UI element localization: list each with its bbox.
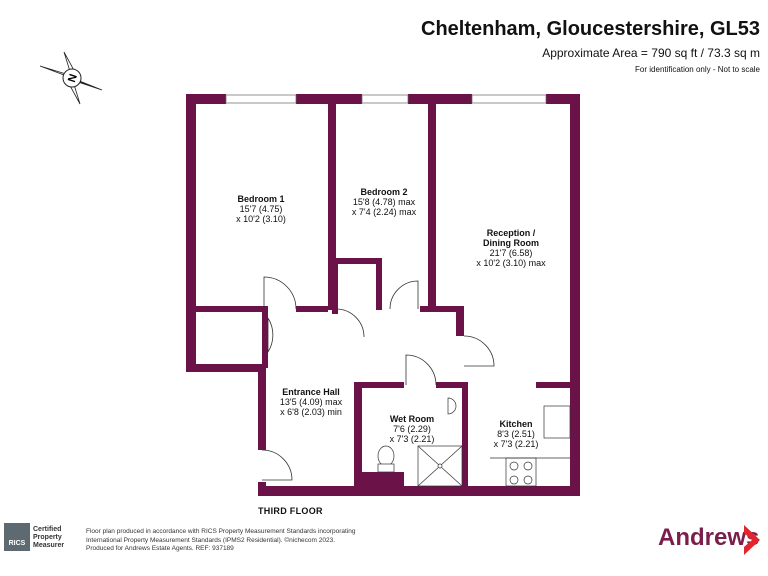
room-name: Bedroom 1 (237, 194, 285, 204)
badge-line: Certified (33, 526, 62, 533)
fixtures (377, 397, 571, 487)
room-dimension: x 7'3 (2.21) (493, 439, 539, 449)
compass-icon: N (39, 51, 103, 105)
rics-logo-text: RICS (8, 540, 26, 547)
room-name: Reception / (486, 228, 536, 238)
footer-disclaimer: Floor plan produced in accordance with R… (86, 528, 386, 554)
room-dimension: 15'7 (4.75) (239, 204, 283, 214)
room-dimension: x 10'2 (3.10) (236, 214, 286, 224)
certified-badge: Certified Property Measurer (33, 526, 64, 550)
footer-line: International Property Measurement Stand… (86, 536, 336, 544)
room-name: Wet Room (389, 414, 435, 424)
badge-line: Measurer (33, 542, 65, 549)
windows (225, 94, 547, 104)
room-dimension: x 10'2 (3.10) max (476, 258, 546, 268)
room-reception: Reception / Dining Room 21'7 (6.58) x 10… (456, 228, 566, 268)
room-name: Entrance Hall (282, 387, 340, 397)
room-bedroom-2: Bedroom 2 15'8 (4.78) max x 7'4 (2.24) m… (336, 187, 432, 217)
room-dimension: 8'3 (2.51) (497, 429, 535, 439)
room-wet-room: Wet Room 7'6 (2.29) x 7'3 (2.21) (368, 414, 456, 444)
badge-line: Property (33, 534, 62, 541)
room-entrance-hall: Entrance Hall 13'5 (4.09) max x 6'8 (2.0… (266, 387, 356, 417)
room-kitchen: Kitchen 8'3 (2.51) x 7'3 (2.21) (476, 419, 556, 449)
room-dimension: 13'5 (4.09) max (279, 397, 343, 407)
room-dimension: 21'7 (6.58) (489, 248, 533, 258)
rics-logo-icon: RICS (4, 523, 30, 551)
room-bedroom-1: Bedroom 1 15'7 (4.75) x 10'2 (3.10) (212, 194, 310, 224)
room-dimension: x 6'8 (2.03) min (280, 407, 342, 417)
approximate-area: Approximate Area = 790 sq ft / 73.3 sq m (542, 46, 760, 60)
brand-logo: Andrews (658, 524, 760, 551)
scale-note: For identification only - Not to scale (635, 65, 760, 74)
chevron-right-icon (744, 525, 760, 555)
room-dimension: 15'8 (4.78) max (352, 197, 416, 207)
room-dimension: x 7'3 (2.21) (389, 434, 435, 444)
floor-label: THIRD FLOOR (258, 506, 323, 516)
room-name: Bedroom 2 (360, 187, 408, 197)
footer-line: Produced for Andrews Estate Agents. REF:… (86, 545, 234, 553)
room-dimension: x 7'4 (2.24) max (351, 207, 417, 217)
doors (261, 276, 495, 481)
room-name: Dining Room (483, 238, 539, 248)
walls (186, 94, 580, 496)
compass-letter: N (66, 73, 80, 84)
footer-line: Floor plan produced in accordance with R… (86, 528, 356, 535)
page-title: Cheltenham, Gloucestershire, GL53 (421, 18, 760, 40)
room-dimension: 7'6 (2.29) (393, 424, 431, 434)
room-name: Kitchen (499, 419, 533, 429)
